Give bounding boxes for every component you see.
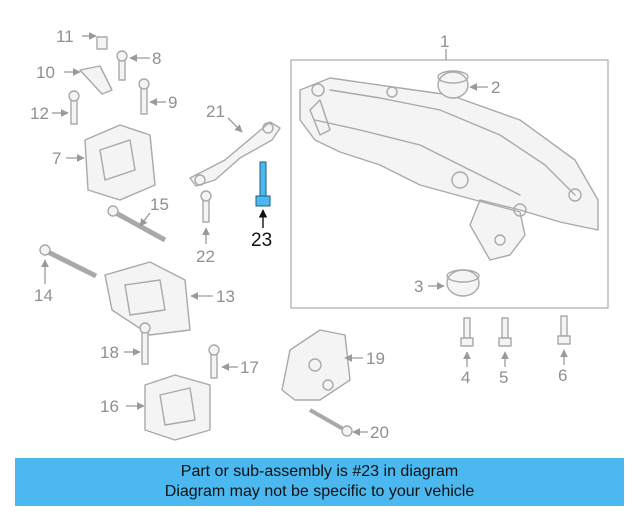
bolt-part-5[interactable]	[498, 317, 512, 367]
torque-arm-part-21[interactable]	[189, 117, 281, 187]
callout-12: 12	[30, 104, 49, 123]
callout-6: 6	[558, 366, 567, 385]
bracket-part-19[interactable]	[281, 329, 363, 401]
callout-23: 23	[251, 230, 272, 251]
info-banner: Part or sub-assembly is #23 in diagram D…	[15, 458, 624, 506]
callout-3: 3	[414, 277, 423, 296]
bolt-part-8[interactable]	[116, 50, 150, 81]
callout-13: 13	[216, 287, 235, 306]
mount-part-7[interactable]	[66, 124, 156, 201]
bolt-part-9[interactable]	[138, 78, 166, 115]
callout-22: 22	[196, 247, 215, 266]
callout-18: 18	[100, 343, 119, 362]
bolt-part-4[interactable]	[460, 317, 474, 367]
callout-16: 16	[100, 397, 119, 416]
callout-5: 5	[499, 368, 508, 387]
parts-diagram: 1 2 3 4 5 6 7 8 9 10 11 12 13 14 15 16 1…	[30, 27, 609, 442]
callout-4: 4	[461, 368, 470, 387]
bolt-part-14[interactable]	[39, 244, 98, 284]
bolt-part-12[interactable]	[52, 90, 80, 125]
bolt-part-18[interactable]	[124, 322, 151, 365]
bushing-part-2[interactable]	[437, 70, 488, 99]
callout-14: 14	[34, 286, 53, 305]
callout-15: 15	[150, 195, 169, 214]
callout-2: 2	[491, 78, 500, 97]
callout-8: 8	[152, 49, 161, 68]
bolt-part-20[interactable]	[309, 408, 368, 437]
bolt-part-22[interactable]	[200, 190, 212, 244]
callout-11: 11	[56, 27, 74, 46]
bushing-part-3[interactable]	[428, 269, 480, 297]
callout-21: 21	[206, 102, 225, 121]
bolt-part-23-highlighted[interactable]	[255, 161, 271, 228]
callout-20: 20	[370, 423, 389, 442]
callout-19: 19	[366, 349, 385, 368]
mount-part-13[interactable]	[104, 261, 213, 336]
callout-17: 17	[240, 358, 259, 377]
bolt-part-6[interactable]	[557, 315, 571, 365]
nut-part-11[interactable]	[82, 32, 108, 50]
bracket-part-10[interactable]	[64, 65, 113, 95]
callout-10: 10	[36, 63, 55, 82]
subframe-part-1[interactable]	[299, 77, 599, 261]
callout-9: 9	[168, 93, 177, 112]
subframe-box	[290, 59, 609, 309]
bolt-part-17[interactable]	[208, 344, 238, 379]
banner-line-1: Part or sub-assembly is #23 in diagram	[180, 463, 459, 480]
callout-7: 7	[52, 149, 61, 168]
bolt-part-15[interactable]	[107, 205, 167, 243]
banner-line-2: Diagram may not be specific to your vehi…	[164, 483, 475, 500]
mount-part-16[interactable]	[126, 374, 211, 441]
callout-1: 1	[440, 32, 449, 51]
